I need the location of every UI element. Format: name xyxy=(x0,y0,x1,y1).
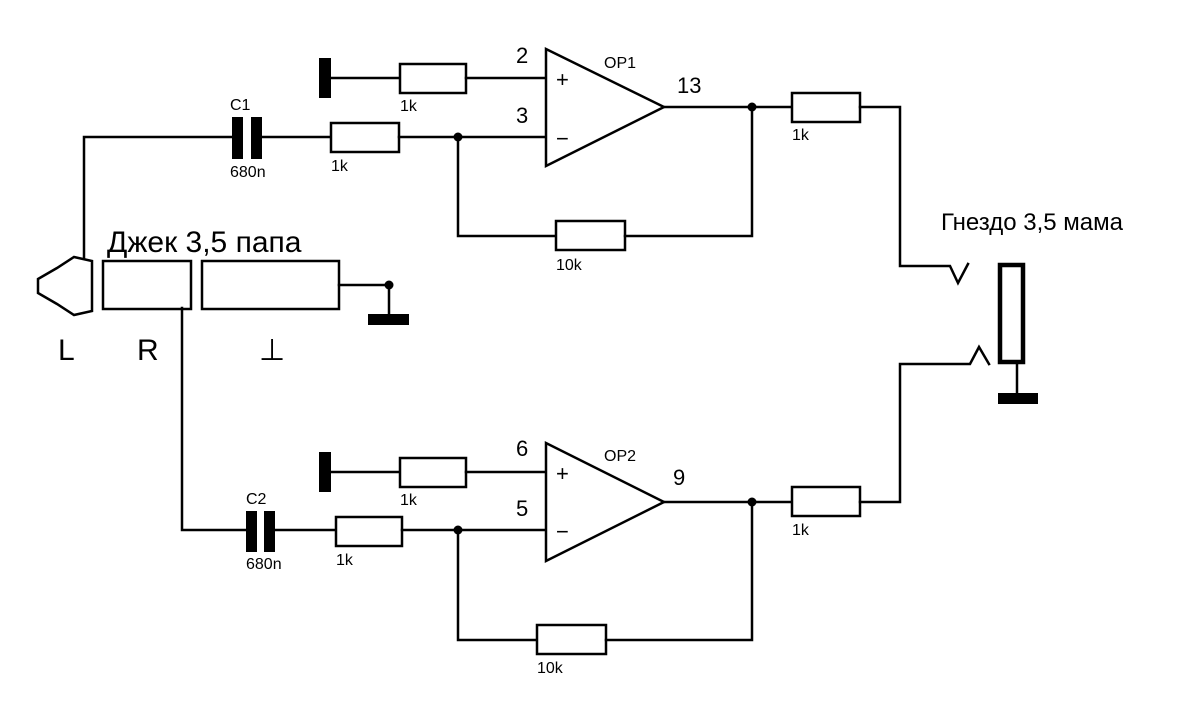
wire xyxy=(337,283,391,319)
opamp-op2-label: OP2 xyxy=(604,448,636,465)
pin-6-label: 6 xyxy=(516,436,528,461)
junction xyxy=(747,102,757,112)
resistor-feedback-1-label: 10k xyxy=(556,257,583,274)
pin-5-label: 5 xyxy=(516,496,528,521)
pin-3-label: 3 xyxy=(516,103,528,128)
pin-2-label: 2 xyxy=(516,43,528,68)
capacitor-c1-value: 680n xyxy=(230,164,266,181)
resistor-output-1-label: 1k xyxy=(792,127,810,144)
pin-13-label: 13 xyxy=(677,73,701,98)
channel-2: 1k C2 680n 1k 10k OP2 + − 6 5 9 1k xyxy=(180,306,991,677)
channel-1: 1k C1 680n 1k 10k OP1 + − 2 3 13 1k xyxy=(82,43,970,292)
capacitor-c1-name: C1 xyxy=(230,97,251,114)
plug-jack: Джек 3,5 папа L R ⊥ xyxy=(36,226,409,367)
socket-title: Гнездо 3,5 мама xyxy=(941,209,1124,236)
resistor-bias-1-label: 1k xyxy=(400,98,418,115)
capacitor-c2-value: 680n xyxy=(246,556,282,573)
resistor-input-2-label: 1k xyxy=(336,552,354,569)
opamp-op1-label: OP1 xyxy=(604,55,636,72)
socket-body xyxy=(997,262,1026,365)
capacitor-c2-plate-a xyxy=(246,511,257,552)
ground-symbol-socket xyxy=(998,393,1038,404)
wire-feedback-1 xyxy=(623,105,754,238)
opamp-op1-minus: − xyxy=(556,126,569,151)
bias-ground-1 xyxy=(319,58,331,98)
plug-label-ground: ⊥ xyxy=(259,334,285,367)
ground-symbol-plug xyxy=(368,314,409,325)
plug-label-r: R xyxy=(137,334,159,367)
opamp-op2 xyxy=(544,440,667,564)
capacitor-c2-plate-b xyxy=(264,511,275,552)
opamp-op1 xyxy=(544,46,667,169)
resistor-output-2 xyxy=(790,485,862,518)
plug-sleeve-ground xyxy=(200,259,341,311)
plug-label-l: L xyxy=(58,334,75,367)
wire-feedback-1 xyxy=(456,135,558,238)
resistor-bias-1 xyxy=(398,62,468,95)
resistor-feedback-1 xyxy=(554,219,627,252)
opamp-op2-plus: + xyxy=(556,461,569,486)
plug-ring-r xyxy=(101,259,193,311)
capacitor-c1-plate-b xyxy=(251,117,262,159)
wire-right-input xyxy=(180,306,248,532)
wire-feedback-2 xyxy=(604,500,754,642)
junction xyxy=(747,497,757,507)
resistor-bias-2-label: 1k xyxy=(400,492,418,509)
resistor-input-1 xyxy=(329,121,401,154)
wire-to-socket-top xyxy=(858,105,970,286)
resistor-output-1 xyxy=(790,91,862,124)
plug-title: Джек 3,5 папа xyxy=(107,226,302,259)
resistor-bias-2 xyxy=(398,456,468,489)
wire-left-input xyxy=(82,135,234,292)
resistor-output-2-label: 1k xyxy=(792,522,810,539)
wire-to-socket-bottom xyxy=(858,344,991,504)
resistor-feedback-2-label: 10k xyxy=(537,660,564,677)
pin-9-label: 9 xyxy=(673,465,685,490)
capacitor-c1-plate-a xyxy=(232,117,243,159)
junction xyxy=(384,280,394,290)
resistor-input-1-label: 1k xyxy=(331,158,349,175)
socket-jack: Гнездо 3,5 мама xyxy=(941,209,1124,404)
bias-ground-2 xyxy=(319,452,331,492)
plug-tip-l xyxy=(36,255,94,317)
resistor-input-2 xyxy=(334,515,404,548)
opamp-op2-minus: − xyxy=(556,519,569,544)
wire-feedback-2 xyxy=(456,528,539,642)
capacitor-c2-name: C2 xyxy=(246,491,267,508)
resistor-feedback-2 xyxy=(535,623,608,656)
opamp-op1-plus: + xyxy=(556,67,569,92)
